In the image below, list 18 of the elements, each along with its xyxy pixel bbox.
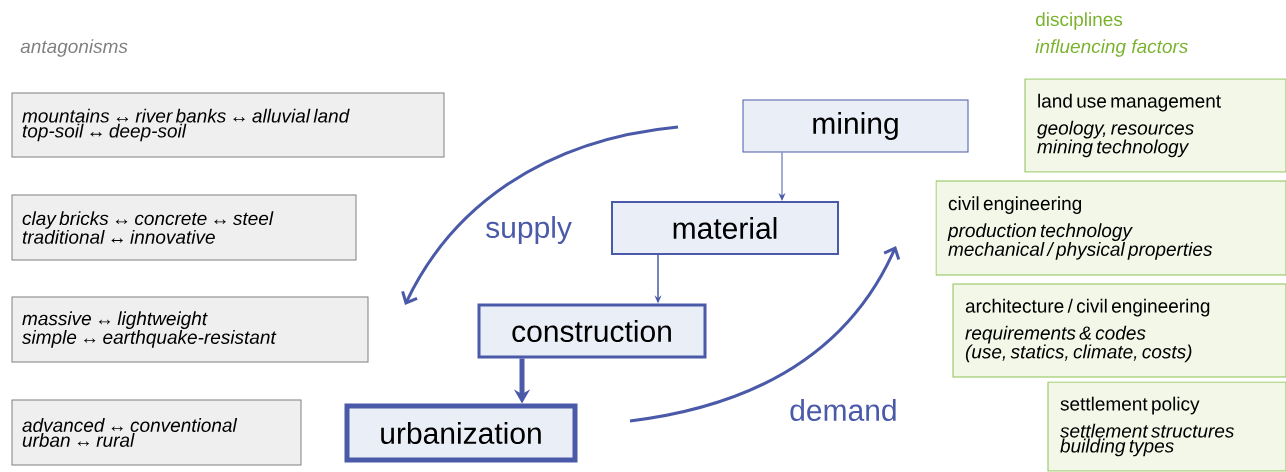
note-box: mountains ↔ river banks ↔ alluvial land top-soil ↔ deep-soil xyxy=(11,92,445,158)
process-box: material xyxy=(611,201,839,255)
note-box: clay bricks ↔ concrete ↔ steel traditional ↔ innovative xyxy=(11,194,357,261)
heading: disciplines xyxy=(1036,12,1123,30)
note-box: massive ↔ lightweight simple ↔ earthquake-resistant xyxy=(11,296,369,363)
heading: antagonisms xyxy=(20,39,128,57)
process-box: urbanization xyxy=(344,403,578,463)
discipline-box: settlement policy settlement structures building types xyxy=(1047,381,1286,472)
note-box: advanced ↔ conventional urban ↔ rural xyxy=(11,399,302,466)
arrow xyxy=(779,152,785,201)
discipline-box: civil engineering production technology mechanical / physical properties xyxy=(935,180,1286,276)
process-box: construction xyxy=(477,303,707,359)
process-box: mining xyxy=(742,99,969,153)
discipline-box: architecture / civil engineering requirements & codes (use, statics, climate, costs) xyxy=(952,283,1286,378)
discipline-box: land use management geology, resources mining technology xyxy=(1024,78,1286,173)
heading: influencing factors xyxy=(1035,39,1188,57)
arrow-label: demand xyxy=(790,399,896,422)
arrow-label: supply xyxy=(486,216,572,244)
